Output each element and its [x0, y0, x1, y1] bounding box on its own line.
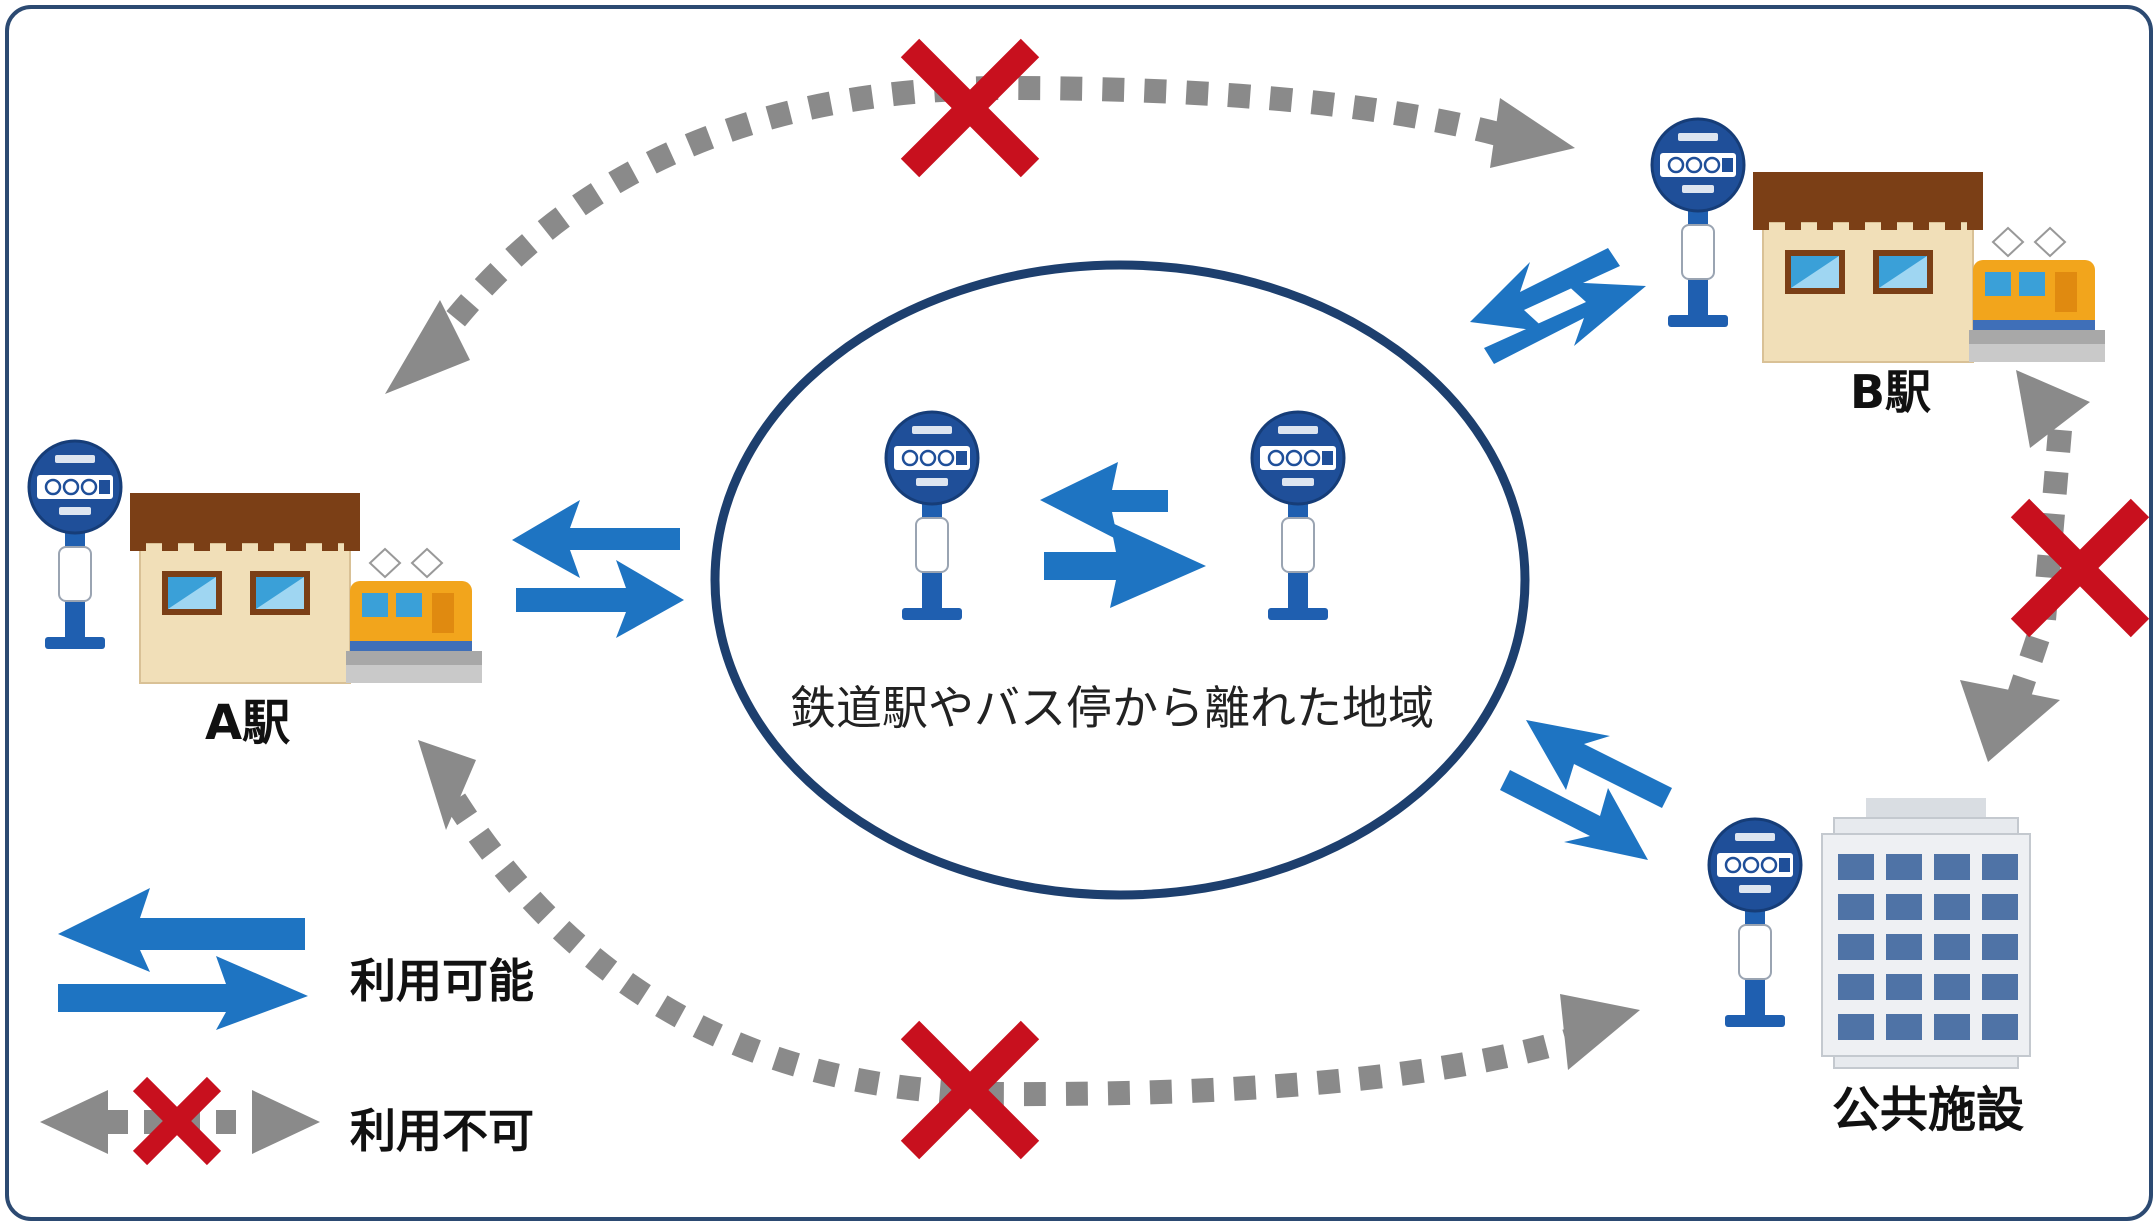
- station-icon: [1752, 171, 2106, 363]
- station-icon: [129, 492, 483, 684]
- legend-available-icon: [58, 888, 308, 1030]
- blocked-route-a-b: [385, 75, 1575, 394]
- blocked-route-b-facility: [1960, 370, 2090, 762]
- legend-available-label: 利用可能: [350, 954, 534, 1008]
- cross-icon: [910, 48, 1030, 168]
- bus-stop-sign-icon: [1707, 817, 1803, 1029]
- blocked-route-a-facility: [418, 740, 1640, 1107]
- remote-area-label: 鉄道駅やバス停から離れた地域: [790, 681, 1434, 735]
- a-station-label: A駅: [205, 695, 291, 751]
- available-route-a-center: [512, 500, 684, 638]
- public-facility-label: 公共施設: [1832, 1082, 2025, 1138]
- available-route-center-b: [1470, 248, 1646, 364]
- bus-stop-sign-icon: [27, 439, 123, 651]
- legend-unavailable-label: 利用不可: [350, 1104, 534, 1158]
- available-route-center-facility: [1500, 720, 1672, 860]
- b-station-label: B駅: [1850, 365, 1932, 419]
- bus-stop-sign-icon: [1650, 117, 1746, 329]
- office-building-icon: [1821, 797, 2031, 1069]
- available-route-center-center: [1040, 462, 1206, 608]
- legend-unavailable-icon: [40, 1076, 320, 1166]
- cross-icon: [910, 1030, 1030, 1150]
